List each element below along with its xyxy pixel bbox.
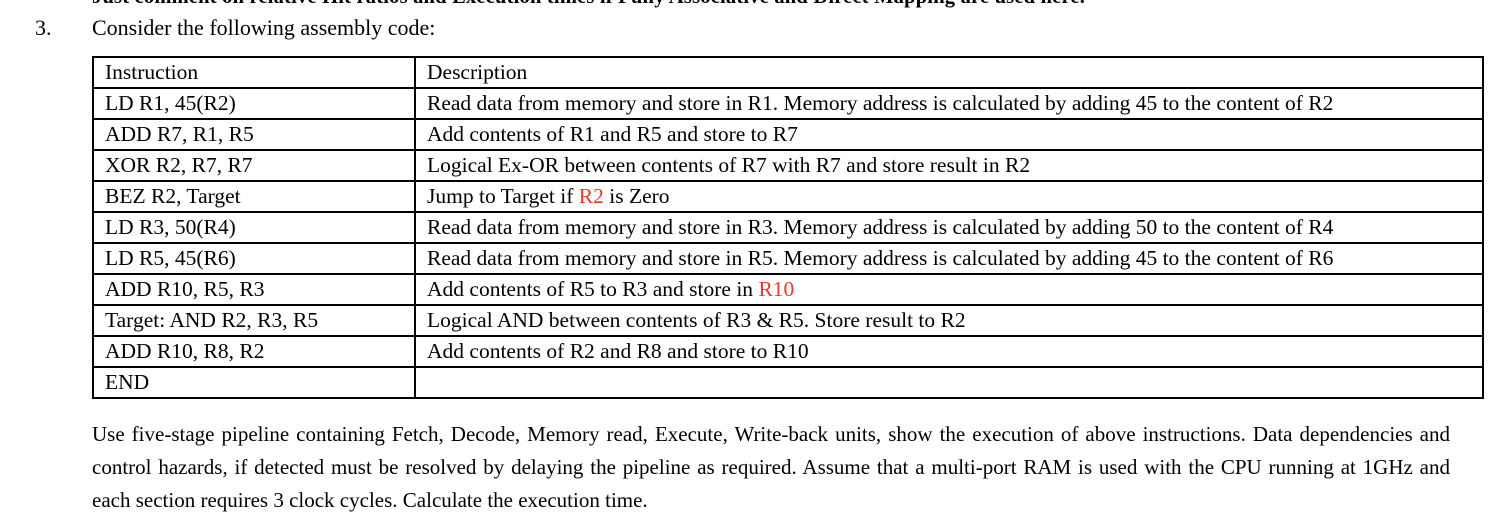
table-row: ADD R10, R5, R3 Add contents of R5 to R3… <box>92 273 1484 306</box>
table-row: ADD R10, R8, R2 Add contents of R2 and R… <box>92 335 1484 368</box>
instruction-cell: END <box>92 366 416 399</box>
table-row: BEZ R2, Target Jump to Target if R2 is Z… <box>92 180 1484 213</box>
description-cell: Read data from memory and store in R5. M… <box>414 242 1484 275</box>
description-cell: Read data from memory and store in R1. M… <box>414 87 1484 120</box>
description-cell: Add contents of R2 and R8 and store to R… <box>414 335 1484 368</box>
previous-question-clipped-line: Just comment on relative Hit ratios and … <box>92 0 1085 8</box>
table-header-description: Description <box>414 56 1484 89</box>
red-highlight: R2 <box>578 184 604 208</box>
table-row: Target: AND R2, R3, R5 Logical AND betwe… <box>92 304 1484 337</box>
instruction-cell: ADD R10, R8, R2 <box>92 335 416 368</box>
red-highlight: R10 <box>758 277 795 301</box>
table-row: LD R3, 50(R4) Read data from memory and … <box>92 211 1484 244</box>
description-text: Read data from memory and store in R1. M… <box>427 91 1334 115</box>
question-intro: Consider the following assembly code: <box>92 15 436 40</box>
description-text: Add contents of R2 and R8 and store to R… <box>427 339 809 363</box>
description-text: Logical AND between contents of R3 & R5.… <box>427 308 966 332</box>
instruction-cell: Target: AND R2, R3, R5 <box>92 304 416 337</box>
description-cell: Logical Ex-OR between contents of R7 wit… <box>414 149 1484 182</box>
instruction-cell: BEZ R2, Target <box>92 180 416 213</box>
description-text: Logical Ex-OR between contents of R7 wit… <box>427 153 1031 177</box>
table-row: LD R1, 45(R2) Read data from memory and … <box>92 87 1484 120</box>
question-line: 3. Consider the following assembly code: <box>35 15 435 41</box>
description-text: Jump to Target if <box>427 184 579 208</box>
instruction-cell: LD R1, 45(R2) <box>92 87 416 120</box>
description-text: Add contents of R1 and R5 and store to R… <box>427 122 798 146</box>
table-row: ADD R7, R1, R5 Add contents of R1 and R5… <box>92 118 1484 151</box>
description-cell: Add contents of R5 to R3 and store in R1… <box>414 273 1484 306</box>
assembly-code-table: Instruction Description LD R1, 45(R2) Re… <box>92 56 1484 399</box>
description-cell <box>414 366 1484 399</box>
table-header-instruction: Instruction <box>92 56 416 89</box>
description-cell: Add contents of R1 and R5 and store to R… <box>414 118 1484 151</box>
instruction-cell: LD R5, 45(R6) <box>92 242 416 275</box>
instruction-cell: XOR R2, R7, R7 <box>92 149 416 182</box>
description-cell: Jump to Target if R2 is Zero <box>414 180 1484 213</box>
table-row: XOR R2, R7, R7 Logical Ex-OR between con… <box>92 149 1484 182</box>
instruction-cell: LD R3, 50(R4) <box>92 211 416 244</box>
table-row: LD R5, 45(R6) Read data from memory and … <box>92 242 1484 275</box>
description-text: Read data from memory and store in R3. M… <box>427 215 1334 239</box>
question-number: 3. <box>35 15 52 40</box>
description-cell: Logical AND between contents of R3 & R5.… <box>414 304 1484 337</box>
table-row: END <box>92 366 1484 399</box>
description-cell: Read data from memory and store in R3. M… <box>414 211 1484 244</box>
pipeline-question-paragraph: Use five-stage pipeline containing Fetch… <box>92 422 1450 512</box>
description-text: Add contents of R5 to R3 and store in <box>427 277 759 301</box>
instruction-cell: ADD R10, R5, R3 <box>92 273 416 306</box>
description-text: is Zero <box>603 184 670 208</box>
description-text: Read data from memory and store in R5. M… <box>427 246 1334 270</box>
table-header-row: Instruction Description <box>92 56 1484 89</box>
instruction-cell: ADD R7, R1, R5 <box>92 118 416 151</box>
